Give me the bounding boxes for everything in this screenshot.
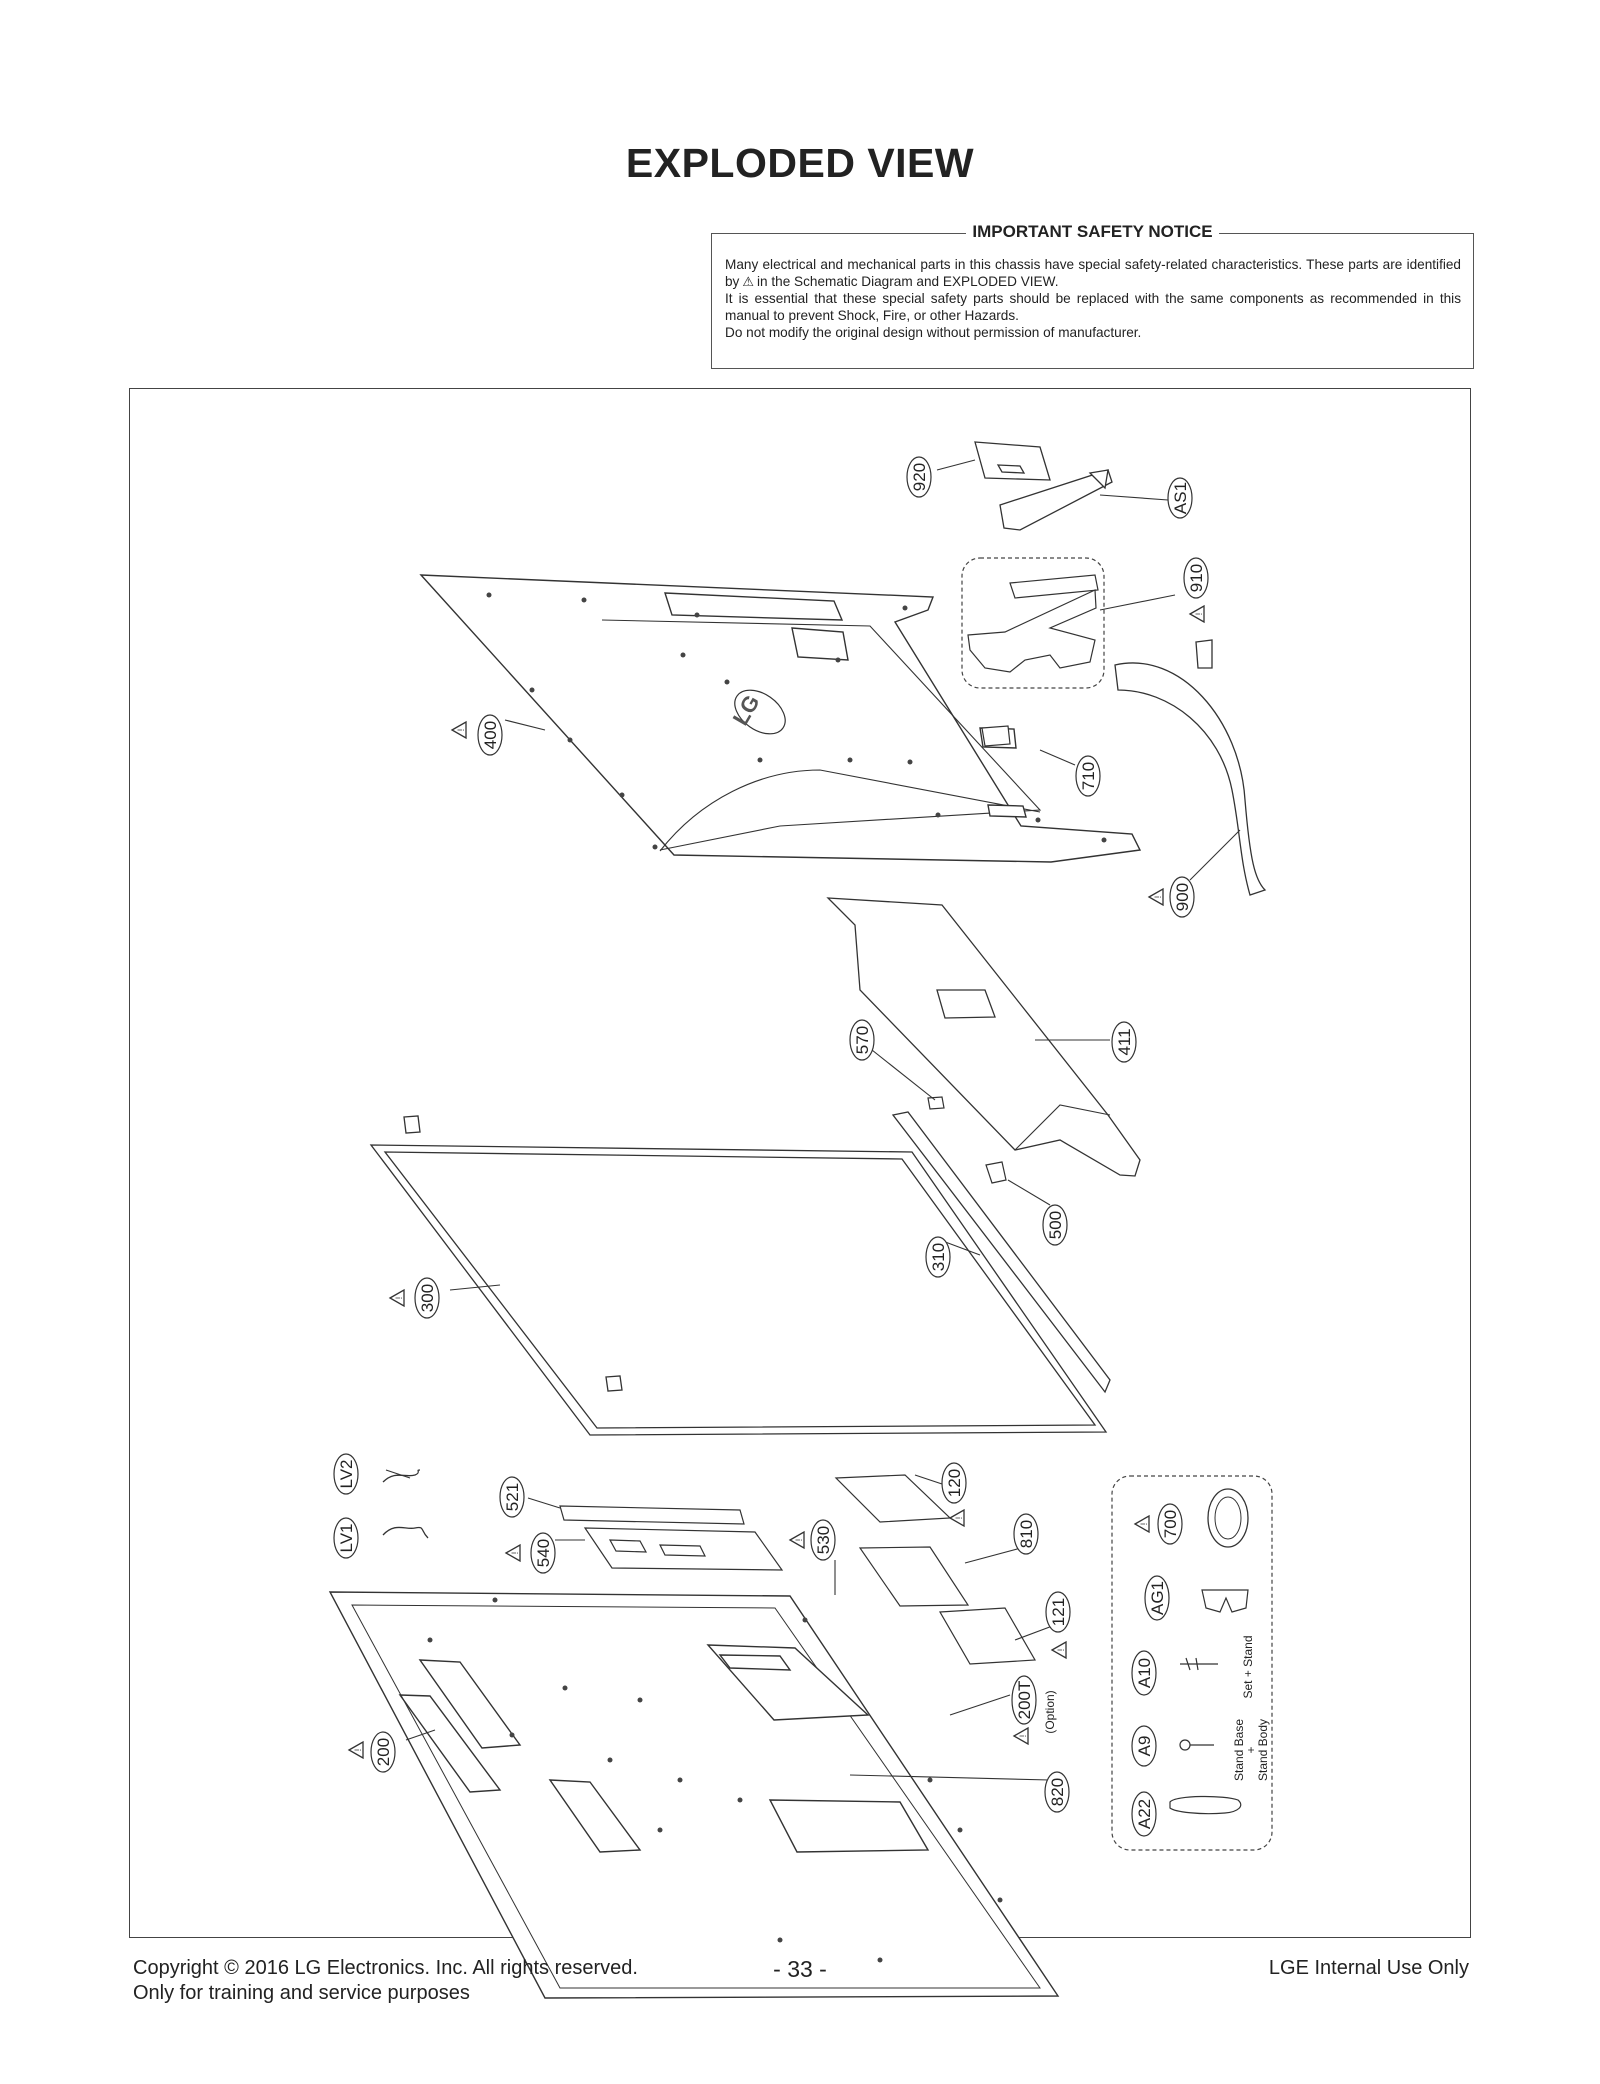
safety-notice-paragraph-1: Many electrical and mechanical parts in …	[725, 256, 1461, 290]
part-number-lv2: LV2	[337, 1460, 356, 1489]
cable-lv2-part	[382, 1469, 421, 1483]
part-number-200: 200	[374, 1738, 393, 1766]
part-number-530: 530	[814, 1526, 833, 1554]
part-label-lv1: LV1	[333, 1517, 359, 1559]
part-label-900: 900	[1148, 876, 1195, 918]
safety-notice-heading-wrap: IMPORTANT SAFETY NOTICE	[712, 222, 1473, 242]
part-label-200: 200	[348, 1731, 396, 1773]
part-number-820: 820	[1048, 1778, 1067, 1806]
part-number-a9: A9	[1135, 1736, 1154, 1757]
page-number: - 33 -	[773, 1956, 827, 1982]
part-label-910: 910	[1183, 557, 1209, 623]
footer-training: Only for training and service purposes	[133, 1982, 470, 2004]
notice-line1-pre: Many electrical and mechanical parts in …	[725, 257, 1461, 289]
part-number-700: 700	[1161, 1510, 1180, 1538]
part-number-570: 570	[853, 1026, 872, 1054]
back-cover-screw-holes	[486, 592, 1107, 850]
plate-810-part	[858, 1546, 970, 1607]
part-number-400: 400	[481, 721, 500, 749]
part-label-lv2: LV2	[333, 1453, 359, 1495]
part-number-500: 500	[1046, 1211, 1065, 1239]
part-number-a10: A10	[1135, 1658, 1154, 1688]
warning-triangle-icon: ⚠	[742, 274, 755, 289]
part-label-540: 540	[505, 1532, 556, 1574]
part-label-411: 411	[1111, 1021, 1137, 1063]
leader-lines	[385, 459, 1241, 1781]
part-label-300: 300	[389, 1277, 440, 1319]
part-number-521: 521	[503, 1483, 522, 1511]
rail-310-part	[891, 1111, 1111, 1394]
caption-stand-base: Stand Base	[1232, 1719, 1246, 1781]
part-label-710: 710	[1075, 755, 1101, 797]
part-number-411: 411	[1115, 1028, 1134, 1055]
part-label-as1: AS1	[1167, 477, 1193, 519]
part-label-a10: A10	[1131, 1650, 1157, 1696]
part-number-540: 540	[534, 1539, 553, 1567]
part-number-lv1: LV1	[337, 1524, 356, 1553]
part-label-120: 120	[941, 1462, 967, 1527]
notice-line3: Do not modify the original design withou…	[725, 325, 1142, 340]
chassis-screw-holes	[427, 1597, 1003, 1963]
stand-900-part	[1114, 639, 1267, 896]
speaker-121-part	[938, 1607, 1037, 1665]
plate-710-part	[981, 725, 1011, 747]
speaker-120-part	[834, 1474, 952, 1523]
caption-plus: +	[1244, 1746, 1258, 1753]
part-number-ag1: AG1	[1148, 1581, 1167, 1615]
part-number-810: 810	[1017, 1520, 1036, 1548]
accessories-group	[1111, 1475, 1273, 1851]
part-number-710: 710	[1079, 762, 1098, 790]
small-part-570	[927, 1096, 945, 1110]
caption-set-stand: Set + Stand	[1241, 1635, 1255, 1698]
part-label-a9: A9	[1131, 1725, 1157, 1767]
part-label-400: 400	[451, 714, 503, 756]
part-number-200t: 200T	[1015, 1681, 1034, 1720]
part-label-530: 530	[789, 1519, 836, 1561]
part-label-920: 920	[906, 456, 932, 498]
safety-notice-heading: IMPORTANT SAFETY NOTICE	[966, 222, 1219, 241]
stand-hinge-910-group	[961, 557, 1105, 689]
caption-stand-body: Stand Body	[1256, 1719, 1270, 1781]
footer-copyright: Copyright © 2016 LG Electronics. Inc. Al…	[133, 1957, 638, 1979]
rear-bracket-411-part	[826, 897, 1141, 1177]
part-number-121: 121	[1049, 1598, 1068, 1626]
part-label-ag1: AG1	[1144, 1575, 1170, 1621]
part-number-as1: AS1	[1171, 482, 1190, 514]
safety-notice-box: IMPORTANT SAFETY NOTICE Many electrical …	[711, 222, 1474, 369]
part-label-a22: A22	[1131, 1791, 1157, 1837]
part-label-820: 820	[1044, 1771, 1070, 1813]
part-label-500: 500	[1042, 1204, 1068, 1246]
safety-notice-body: Many electrical and mechanical parts in …	[725, 256, 1461, 341]
back-cover-part: LG	[419, 574, 1142, 863]
middle-frame-300-part	[369, 1115, 1108, 1436]
part-option-note: (Option)	[1043, 1690, 1057, 1733]
cover-920-part	[974, 441, 1113, 531]
footer-left: Copyright © 2016 LG Electronics. Inc. Al…	[133, 1956, 638, 2006]
part-label-521: 521	[499, 1476, 525, 1518]
part-number-120: 120	[945, 1469, 964, 1497]
part-label-121: 121	[1045, 1591, 1071, 1659]
part-label-200t: 200T (Option)	[1011, 1675, 1057, 1745]
part-label-810: 810	[1013, 1513, 1039, 1555]
part-label-310: 310	[925, 1236, 951, 1278]
part-number-300: 300	[418, 1284, 437, 1312]
part-number-310: 310	[929, 1243, 948, 1271]
chassis-200-part	[328, 1591, 1060, 1999]
part-label-570: 570	[849, 1019, 875, 1061]
footer-internal: LGE Internal Use Only	[1268, 1957, 1469, 1979]
part-number-900: 900	[1173, 883, 1192, 911]
cable-lv1-part	[382, 1526, 429, 1539]
board-521-part	[559, 1505, 745, 1525]
notice-line1-post: in the Schematic Diagram and EXPLODED VI…	[757, 274, 1059, 289]
part-number-a22: A22	[1135, 1799, 1154, 1829]
part-number-910: 910	[1187, 564, 1206, 592]
main-board-540-part	[583, 1527, 784, 1571]
part-number-920: 920	[910, 463, 929, 491]
part-label-700: 700	[1134, 1503, 1183, 1545]
small-part-500	[985, 1161, 1007, 1184]
notice-line2: It is essential that these special safet…	[725, 291, 1461, 323]
page-title: EXPLODED VIEW	[625, 140, 975, 186]
